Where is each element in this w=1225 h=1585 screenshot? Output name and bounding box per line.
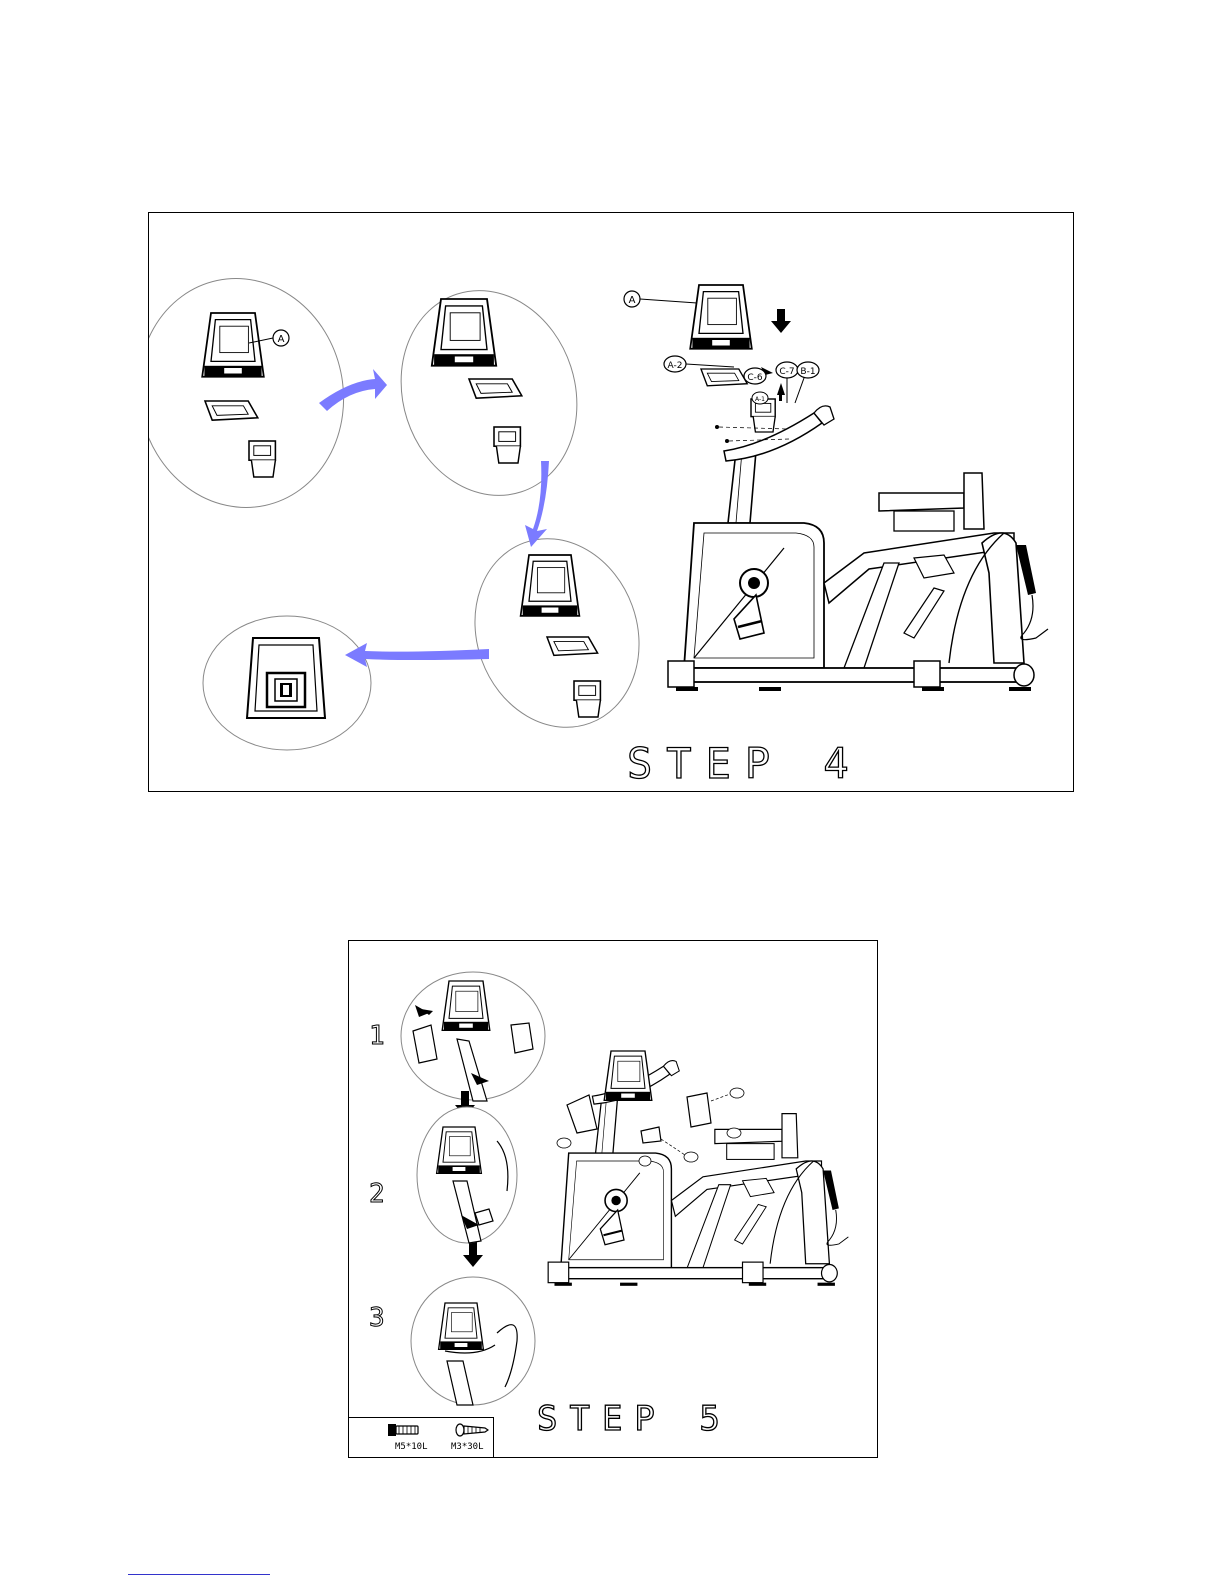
- step-4-diagram: A A A-2 C-6 C-7 B-1 A-1: [149, 213, 1073, 791]
- hardware-legend: M5*10L M3*30L: [349, 1417, 494, 1458]
- callout-a-small: A-1: [752, 392, 768, 404]
- step-4-title: STEP 4: [627, 739, 863, 788]
- svg-text:C-7: C-7: [779, 367, 794, 377]
- substep-3-label: 3: [369, 1303, 385, 1333]
- footer-line: [128, 1574, 270, 1575]
- screw-icon: [455, 1422, 489, 1438]
- svg-text:A: A: [629, 295, 636, 306]
- screw-label: M3*30L: [451, 1442, 484, 1452]
- svg-text:B-1: B-1: [800, 367, 815, 377]
- bike-assembly: [668, 285, 1048, 691]
- inset-1: [149, 259, 365, 526]
- console-rear-detail: [247, 638, 325, 718]
- substep-2-label: 2: [369, 1179, 385, 1209]
- step-5-panel: 1 2 3 STEP 5 M5*10L M3*30L: [348, 940, 878, 1458]
- callout-c6: C-6: [744, 368, 766, 384]
- step-5-title: STEP 5: [537, 1399, 732, 1439]
- step-4-panel: A A A-2 C-6 C-7 B-1 A-1: [148, 212, 1074, 792]
- bolt-label: M5*10L: [395, 1442, 428, 1452]
- bolt-icon: [387, 1422, 421, 1438]
- substep-1-label: 1: [369, 1021, 385, 1051]
- callout-a: A: [624, 291, 697, 307]
- svg-text:A-1: A-1: [755, 396, 765, 403]
- step-5-bike-assembly: [548, 1051, 848, 1286]
- svg-text:A-2: A-2: [668, 361, 683, 371]
- step-5-diagram: [349, 941, 877, 1457]
- svg-text:A: A: [278, 334, 285, 345]
- inset-3: [449, 515, 665, 750]
- svg-text:C-6: C-6: [747, 373, 763, 383]
- callout-b1: B-1: [795, 362, 819, 403]
